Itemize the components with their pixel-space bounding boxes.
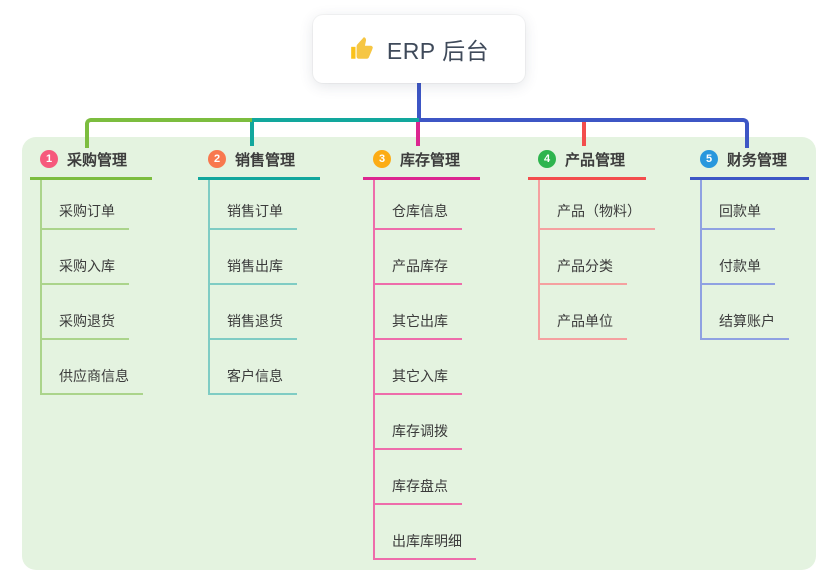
mindmap-item-label: 库存调拨 bbox=[392, 423, 448, 439]
mindmap-item[interactable]: 其它出库 bbox=[375, 285, 462, 340]
branch-2: 2 销售管理 销售订单销售出库销售退货客户信息 bbox=[198, 146, 320, 395]
mindmap-item-label: 客户信息 bbox=[227, 368, 283, 384]
branch-title[interactable]: 5 财务管理 bbox=[690, 146, 809, 180]
branch-3: 3 库存管理 仓库信息产品库存其它出库其它入库库存调拨库存盘点出库库明细 bbox=[363, 146, 480, 560]
branch-5: 5 财务管理 回款单付款单结算账户 bbox=[690, 146, 809, 340]
mindmap-item[interactable]: 出库库明细 bbox=[375, 505, 476, 560]
connector-corner-left bbox=[85, 118, 252, 148]
root-node[interactable]: ERP 后台 bbox=[313, 15, 525, 83]
mindmap-item-label: 采购退货 bbox=[59, 313, 115, 329]
mindmap-item[interactable]: 采购订单 bbox=[42, 180, 129, 230]
mindmap-item[interactable]: 采购退货 bbox=[42, 285, 129, 340]
branch-items: 回款单付款单结算账户 bbox=[700, 180, 809, 340]
branch-title-label: 销售管理 bbox=[235, 151, 296, 169]
mindmap-item-label: 回款单 bbox=[719, 203, 761, 219]
branch-title[interactable]: 4 产品管理 bbox=[528, 146, 646, 180]
mindmap-item-label: 销售出库 bbox=[227, 258, 283, 274]
branch-title[interactable]: 1 采购管理 bbox=[30, 146, 152, 180]
branch-title[interactable]: 2 销售管理 bbox=[198, 146, 320, 180]
connector-drop-inventory bbox=[416, 122, 420, 146]
mindmap-item-label: 产品（物料） bbox=[557, 203, 641, 219]
mindmap-item[interactable]: 其它入库 bbox=[375, 340, 462, 395]
connector-drop-sales bbox=[250, 122, 254, 146]
mindmap-item-label: 采购订单 bbox=[59, 203, 115, 219]
mindmap-item[interactable]: 产品库存 bbox=[375, 230, 462, 285]
mindmap-item-label: 销售退货 bbox=[227, 313, 283, 329]
mindmap-item[interactable]: 产品单位 bbox=[540, 285, 627, 340]
mindmap-item-label: 其它出库 bbox=[392, 313, 448, 329]
mindmap-item[interactable]: 库存调拨 bbox=[375, 395, 462, 450]
mindmap-item[interactable]: 产品分类 bbox=[540, 230, 627, 285]
branch-number-badge: 5 bbox=[700, 150, 718, 168]
branch-title-label: 财务管理 bbox=[727, 151, 788, 169]
root-title: ERP 后台 bbox=[386, 38, 490, 64]
branch-items: 销售订单销售出库销售退货客户信息 bbox=[208, 180, 320, 395]
mindmap-item-label: 采购入库 bbox=[59, 258, 115, 274]
mindmap-item[interactable]: 产品（物料） bbox=[540, 180, 655, 230]
mindmap-item[interactable]: 结算账户 bbox=[702, 285, 789, 340]
branch-4: 4 产品管理 产品（物料） 产品分类产品单位 bbox=[528, 146, 655, 340]
mindmap-item-label: 付款单 bbox=[719, 258, 761, 274]
mindmap-item-label: 产品分类 bbox=[557, 258, 613, 274]
branch-title-label: 产品管理 bbox=[565, 151, 626, 169]
connector-drop-product bbox=[582, 122, 586, 146]
mindmap-item[interactable]: 销售退货 bbox=[210, 285, 297, 340]
mindmap-item-label: 仓库信息 bbox=[392, 203, 448, 219]
mindmap-item-label: 销售订单 bbox=[227, 203, 283, 219]
thumbs-up-icon bbox=[349, 36, 375, 62]
mindmap-item[interactable]: 库存盘点 bbox=[375, 450, 462, 505]
branch-number-badge: 2 bbox=[208, 150, 226, 168]
mindmap-item-label: 产品单位 bbox=[557, 313, 613, 329]
connector-segment-mid bbox=[252, 118, 419, 122]
mindmap-item[interactable]: 仓库信息 bbox=[375, 180, 462, 230]
mindmap-item[interactable]: 回款单 bbox=[702, 180, 775, 230]
branch-number-badge: 3 bbox=[373, 150, 391, 168]
mindmap-item[interactable]: 销售出库 bbox=[210, 230, 297, 285]
branch-number-badge: 1 bbox=[40, 150, 58, 168]
mindmap-item[interactable]: 付款单 bbox=[702, 230, 775, 285]
mindmap-item-label: 其它入库 bbox=[392, 368, 448, 384]
mindmap-item[interactable]: 供应商信息 bbox=[42, 340, 143, 395]
mindmap-item[interactable]: 销售订单 bbox=[210, 180, 297, 230]
mindmap-item-label: 库存盘点 bbox=[392, 478, 448, 494]
branch-items: 采购订单采购入库采购退货供应商信息 bbox=[40, 180, 152, 395]
branch-items: 产品（物料） 产品分类产品单位 bbox=[538, 180, 655, 340]
branch-title[interactable]: 3 库存管理 bbox=[363, 146, 480, 180]
mindmap-item-label: 出库库明细 bbox=[392, 533, 462, 549]
connector-corner-right bbox=[419, 118, 749, 148]
connector-root-vertical bbox=[417, 83, 421, 120]
branch-title-label: 采购管理 bbox=[67, 151, 128, 169]
branch-1: 1 采购管理 采购订单采购入库采购退货供应商信息 bbox=[30, 146, 152, 395]
mindmap-item-label: 供应商信息 bbox=[59, 368, 129, 384]
mindmap-item[interactable]: 采购入库 bbox=[42, 230, 129, 285]
mindmap-item[interactable]: 客户信息 bbox=[210, 340, 297, 395]
mindmap-item-label: 产品库存 bbox=[392, 258, 448, 274]
branch-items: 仓库信息产品库存其它出库其它入库库存调拨库存盘点出库库明细 bbox=[373, 180, 480, 560]
mindmap-item-label: 结算账户 bbox=[719, 313, 775, 329]
branch-number-badge: 4 bbox=[538, 150, 556, 168]
branch-title-label: 库存管理 bbox=[400, 151, 461, 169]
branches-panel bbox=[22, 137, 816, 570]
